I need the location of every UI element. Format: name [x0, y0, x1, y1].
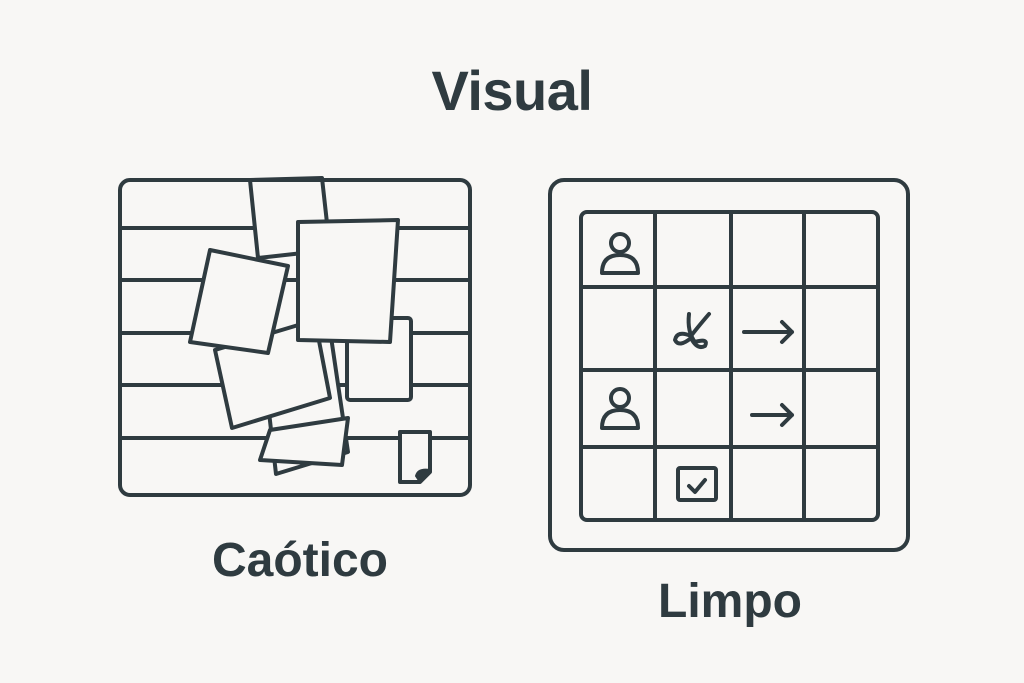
grid-lines — [579, 210, 880, 522]
clean-label: Limpo — [658, 575, 802, 628]
clean-board — [548, 178, 910, 552]
arrow-right-icon — [742, 320, 794, 344]
chaotic-board-frame — [118, 178, 472, 497]
sticky-note-icon — [398, 430, 432, 484]
chaotic-label: Caótico — [211, 534, 388, 587]
card — [296, 218, 400, 344]
card — [258, 416, 350, 467]
checkbox-checked-icon — [676, 466, 718, 502]
page-title: Visual — [431, 59, 593, 122]
arrow-right-icon — [750, 403, 794, 427]
card — [188, 248, 290, 355]
chaotic-board — [118, 176, 472, 497]
user-icon — [600, 387, 640, 430]
clean-board-outer-frame — [548, 178, 910, 552]
scissors-icon — [673, 312, 711, 349]
user-icon — [600, 232, 640, 275]
